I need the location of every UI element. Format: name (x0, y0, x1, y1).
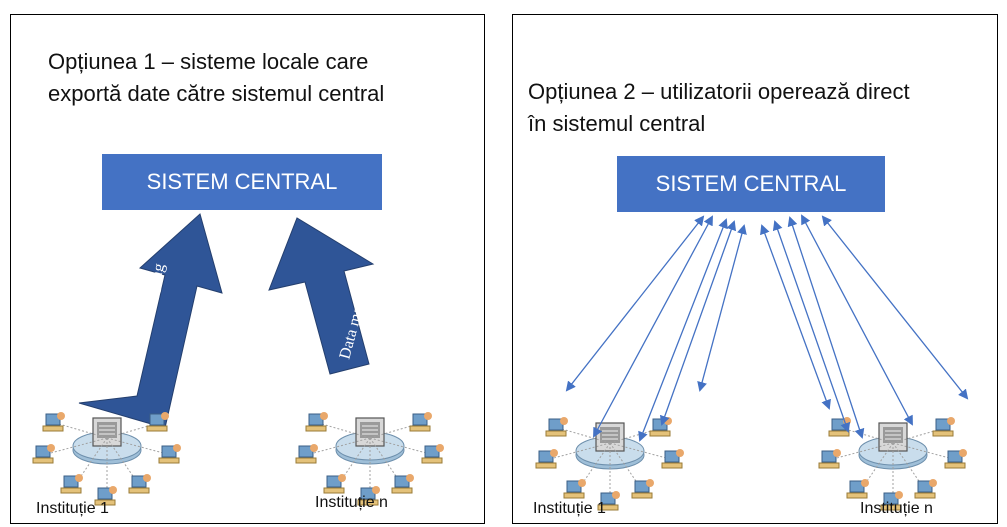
central-system-box-left: SISTEM CENTRAL (102, 154, 382, 210)
connector-arrow (659, 220, 737, 426)
connector-arrow (801, 214, 913, 426)
connector-arrow (787, 216, 865, 439)
institution-n-label-right: Instituție n (860, 500, 933, 517)
user-connections (565, 214, 969, 442)
connector-arrow (772, 220, 851, 433)
institution-1-label-right: Instituție 1 (533, 500, 606, 517)
connector-arrow (760, 224, 831, 410)
institution-1-network-icon-left (32, 411, 182, 506)
option-1-title: Opțiunea 1 – sisteme locale care exportă… (48, 49, 385, 106)
connector-arrow (638, 218, 728, 442)
institution-1-label-left: Instituție 1 (36, 500, 109, 517)
connector-arrow (697, 224, 747, 392)
data-mapping-arrow-right: Data mapping (268, 217, 376, 375)
option-2-title: Opțiunea 2 – utilizatorii operează direc… (528, 79, 910, 136)
institution-n-label-left: Instituție n (315, 494, 388, 511)
institution-1-network-icon-right (535, 416, 685, 511)
connector-arrow (821, 215, 969, 400)
data-mapping-arrow-left: Data mapping (78, 213, 223, 429)
institution-n-network-icon-left (295, 411, 445, 506)
connector-arrow (565, 215, 705, 392)
institution-n-network-icon-right (818, 416, 968, 511)
connector-arrow (593, 215, 713, 438)
central-system-box-right: SISTEM CENTRAL (617, 156, 885, 212)
